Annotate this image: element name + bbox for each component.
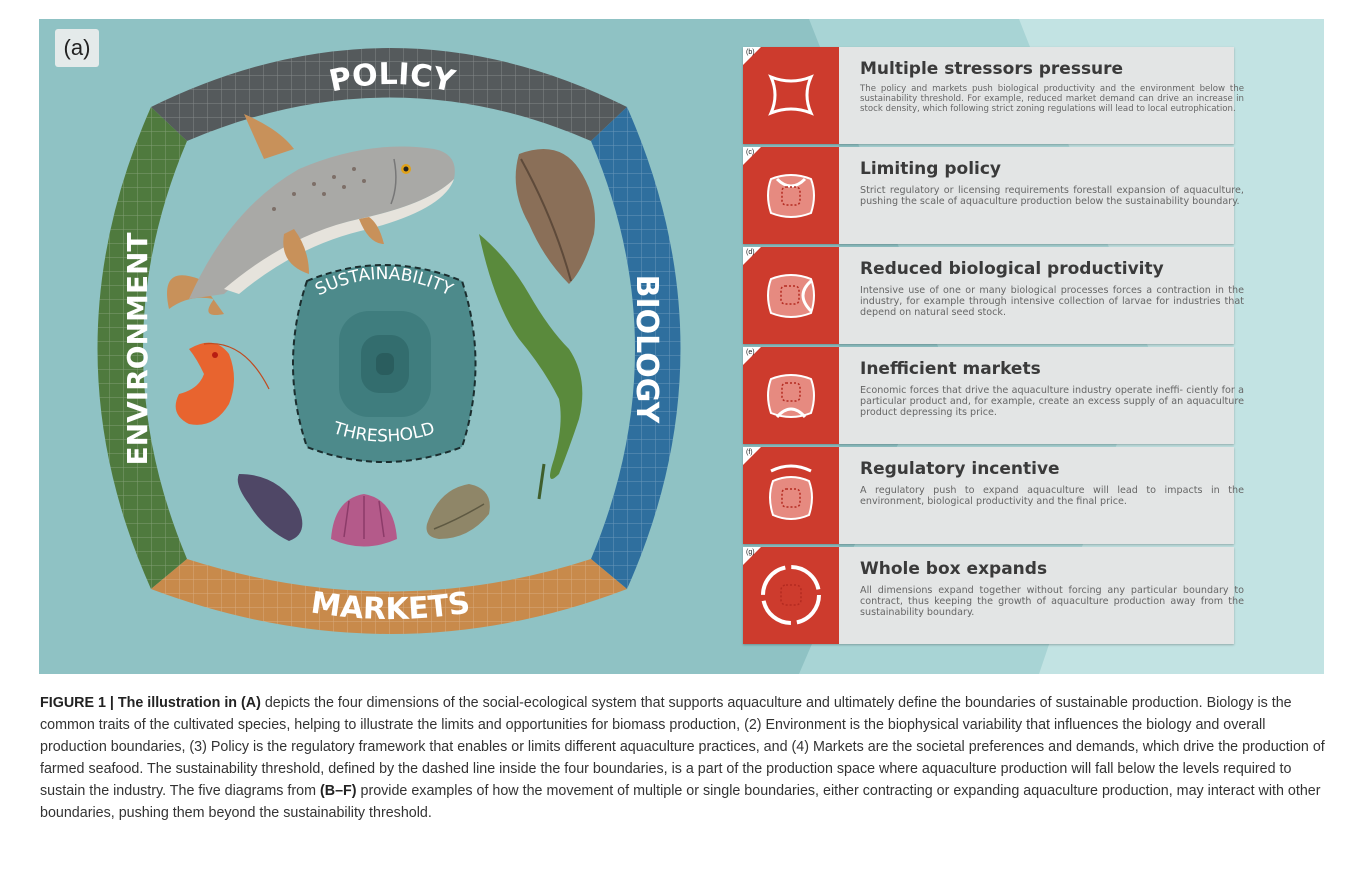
panel-b-text: The policy and markets push biological p…: [860, 84, 1244, 114]
scenario-panels: (b) Multiple stressors pressure The poli…: [743, 47, 1244, 647]
panel-d-tag: (d): [746, 249, 755, 256]
limiting-policy-icon: [767, 174, 815, 218]
shrimp-illustration: [175, 342, 270, 425]
panel-f-icon-area: (f): [743, 447, 839, 544]
leaf-seaweed-illustration: [515, 149, 595, 284]
panel-f: (f) Regulatory incentive A regulatory pu…: [743, 447, 1244, 544]
whole-box-expands-icon: [761, 565, 821, 625]
mussel-illustration: [237, 474, 303, 541]
panel-g-title: Whole box expands: [860, 559, 1048, 579]
panel-f-text: A regulatory push to expand aquaculture …: [860, 485, 1244, 507]
svg-text:MARKETS: MARKETS: [309, 585, 473, 627]
panel-e: (e) Inefficient markets Economic forces …: [743, 347, 1244, 444]
environment-label: ENVIRONMENT: [121, 233, 154, 466]
regulatory-incentive-icon: [769, 464, 813, 520]
panel-f-title: Regulatory incentive: [860, 459, 1060, 479]
panel-d-title: Reduced biological productivity: [860, 259, 1164, 279]
scallop-illustration: [331, 494, 397, 547]
panel-g: (g) Whole box expands All dimensions exp…: [743, 547, 1244, 644]
panel-b-icon-area: (b): [743, 47, 839, 144]
panel-b: (b) Multiple stressors pressure The poli…: [743, 47, 1244, 144]
panel-c: (c) Limiting policy Strict regulatory or…: [743, 147, 1244, 244]
inefficient-markets-icon: [767, 374, 815, 419]
caption-body-2: provide examples of how the movement of …: [40, 783, 1321, 821]
panel-e-title: Inefficient markets: [860, 359, 1041, 379]
caption-lead: FIGURE 1 | The illustration in (A): [40, 695, 261, 711]
panel-c-tag: (c): [746, 149, 755, 156]
biology-boundary: BIOLOGY: [591, 107, 681, 589]
panel-d-icon-area: (d): [743, 247, 839, 344]
environment-boundary: ENVIRONMENT: [97, 107, 187, 589]
panel-b-tag: (b): [746, 49, 755, 56]
salmon-illustration: [167, 114, 455, 315]
panel-e-icon-area: (e): [743, 347, 839, 444]
panel-c-title: Limiting policy: [860, 159, 1002, 179]
panel-e-tag: (e): [746, 349, 755, 356]
kelp-illustration: [479, 234, 583, 500]
boundaries-illustration: POLICY BIOLOGY ENVIRONMENT MARKETS: [97, 48, 681, 634]
panel-c-text: Strict regulatory or licensing requireme…: [860, 185, 1244, 207]
figure-caption: FIGURE 1 | The illustration in (A) depic…: [40, 692, 1330, 824]
caption-body-1: depicts the four dimensions of the socia…: [40, 695, 1325, 799]
markets-boundary: MARKETS: [151, 559, 627, 634]
panel-g-tag: (g): [746, 549, 755, 556]
sustainability-threshold: SUSTAINABILITY THRESHOLD: [292, 264, 477, 463]
panel-a-label: (a): [55, 29, 99, 67]
panel-c-icon-area: (c): [743, 147, 839, 244]
biology-label: BIOLOGY: [629, 275, 664, 425]
panel-g-icon-area: (g): [743, 547, 839, 644]
panel-d: (d) Reduced biological productivity Inte…: [743, 247, 1244, 344]
panel-b-title: Multiple stressors pressure: [860, 59, 1124, 79]
caption-ref: (B–F): [319, 783, 357, 799]
oyster-illustration: [426, 484, 490, 539]
policy-boundary: POLICY: [151, 48, 627, 141]
multiple-stressors-icon: [768, 74, 814, 116]
markets-label: MARKETS: [309, 585, 473, 627]
reduced-productivity-icon: [767, 274, 815, 318]
panel-g-text: All dimensions expand together without f…: [860, 585, 1244, 618]
panel-e-text: Economic forces that drive the aquacultu…: [860, 385, 1244, 418]
panel-f-tag: (f): [746, 449, 753, 456]
figure-panel-a: POLICY BIOLOGY ENVIRONMENT MARKETS: [39, 19, 1324, 674]
panel-d-text: Intensive use of one or many biological …: [860, 285, 1244, 318]
